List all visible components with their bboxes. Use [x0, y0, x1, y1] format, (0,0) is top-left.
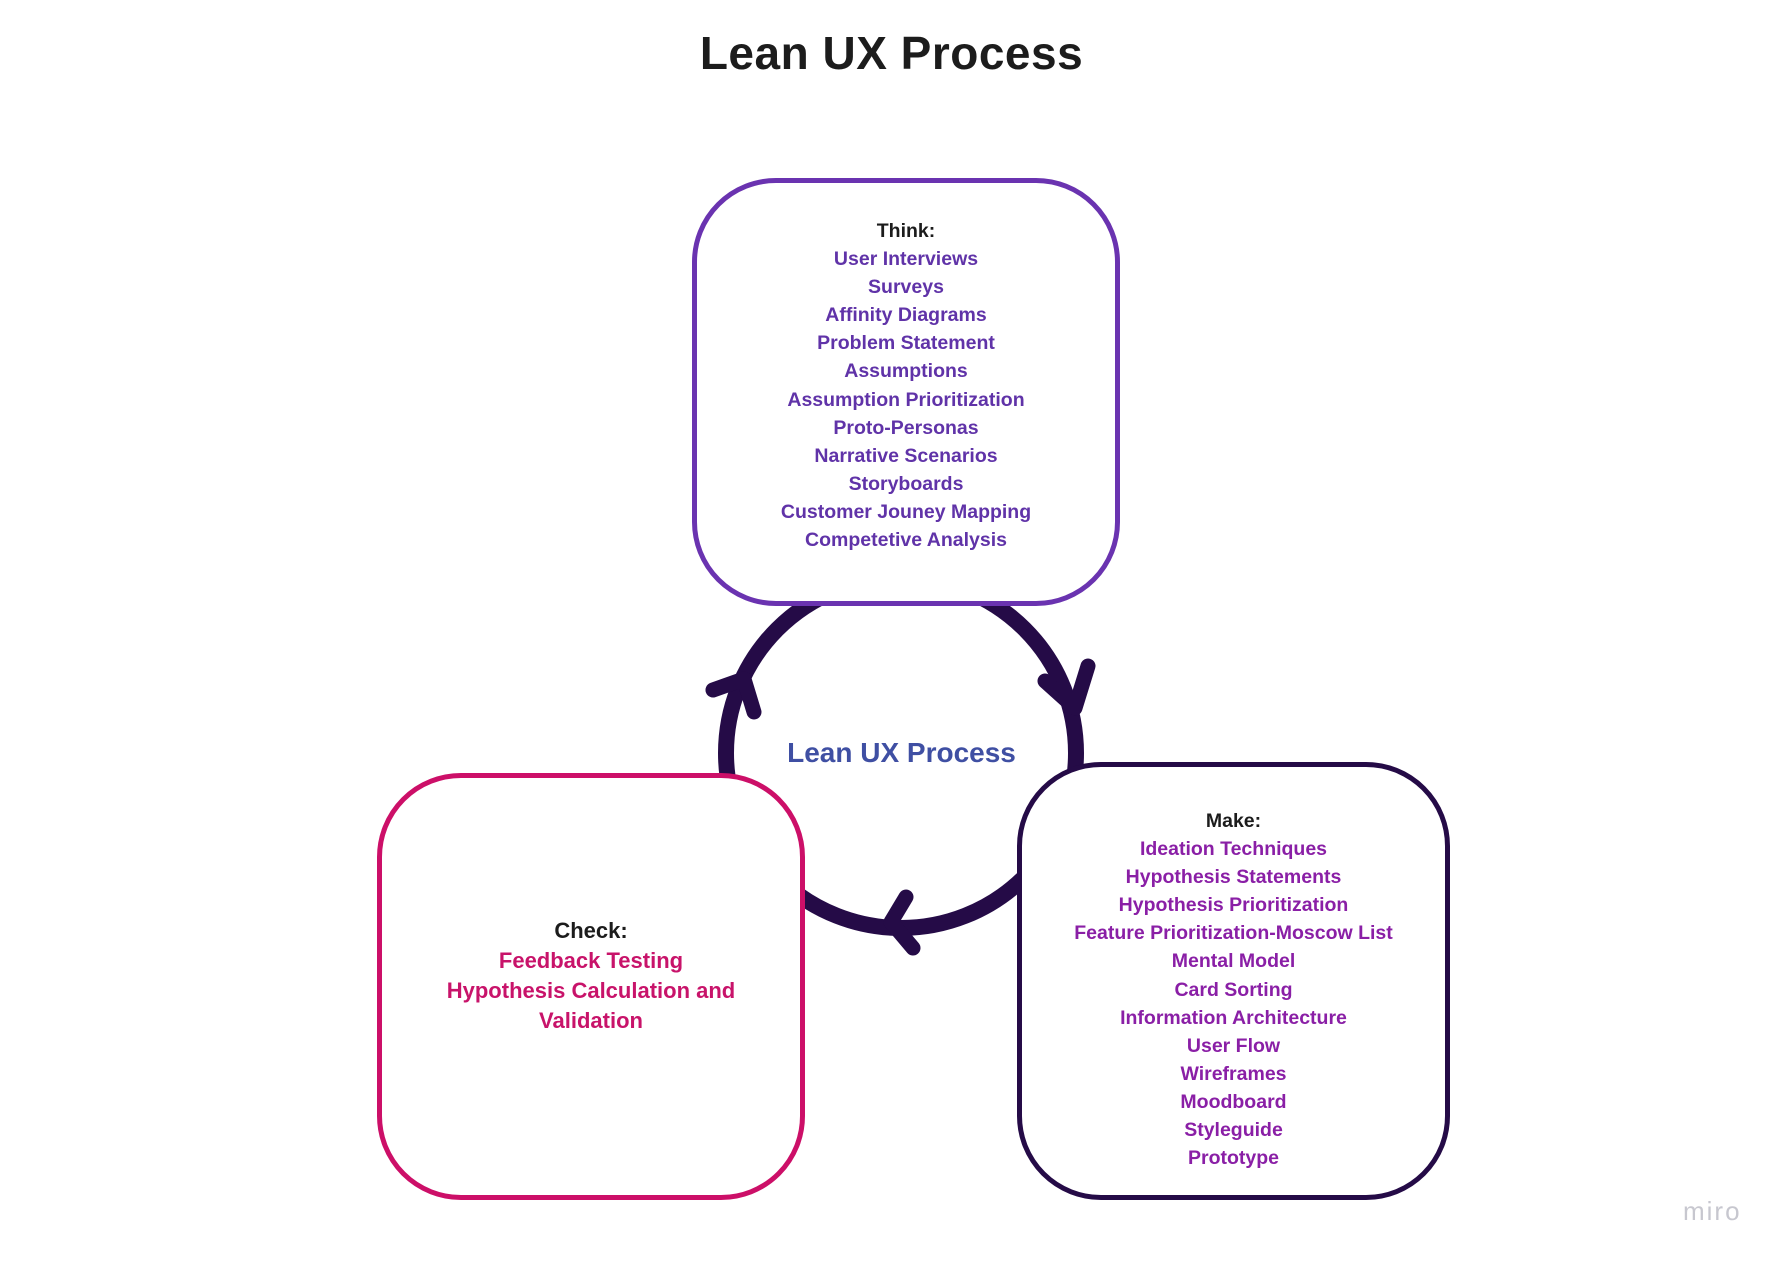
think-stage-card[interactable]: Think: User Interviews Surveys Affinity … [692, 178, 1120, 606]
think-item: Assumption Prioritization [787, 388, 1025, 411]
arrow-head-check-to-think-icon [705, 671, 762, 720]
think-item: User Interviews [833, 248, 979, 271]
check-heading: Check: [554, 917, 628, 943]
think-item: Storyboards [848, 472, 964, 495]
think-item: Proto-Personas [833, 416, 979, 439]
make-heading: Make: [1205, 810, 1262, 832]
check-item: Hypothesis Calculation and Validation [446, 977, 736, 1033]
make-item: Information Architecture [1120, 1006, 1347, 1029]
think-item: Surveys [868, 276, 944, 299]
make-item: Wireframes [1180, 1062, 1287, 1085]
arrow-head-make-to-check-icon [883, 889, 921, 956]
make-item: Feature Prioritization-Moscow List [1074, 922, 1393, 945]
think-item: Narrative Scenarios [814, 444, 998, 467]
think-item: Assumptions [844, 360, 968, 383]
make-item: Ideation Techniques [1139, 838, 1328, 861]
miro-watermark-logo: miro [1683, 1196, 1742, 1226]
make-item: Moodboard [1180, 1090, 1287, 1113]
think-item: Affinity Diagrams [825, 304, 987, 327]
check-item: Feedback Testing [498, 947, 684, 973]
make-item: Styleguide [1184, 1119, 1283, 1142]
make-item: Hypothesis Statements [1125, 866, 1342, 889]
think-item: Competetive Analysis [805, 529, 1007, 552]
make-item: Hypothesis Prioritization [1118, 894, 1349, 917]
make-item: User Flow [1186, 1034, 1281, 1057]
make-item: Mental Model [1171, 950, 1296, 973]
diagram-title: Lean UX Process [699, 27, 1084, 79]
think-item: Customer Jouney Mapping [780, 500, 1032, 523]
make-item: Card Sorting [1174, 978, 1293, 1001]
check-stage-card[interactable]: Check: Feedback Testing Hypothesis Calcu… [377, 773, 805, 1200]
cycle-center-label: Lean UX Process [787, 737, 1016, 768]
make-item: Prototype [1187, 1147, 1279, 1170]
think-item: Problem Statement [817, 332, 995, 355]
make-stage-card[interactable]: Make: Ideation Techniques Hypothesis Sta… [1017, 762, 1450, 1200]
think-heading: Think: [876, 220, 936, 242]
arrow-head-think-to-make-icon [1037, 658, 1096, 716]
